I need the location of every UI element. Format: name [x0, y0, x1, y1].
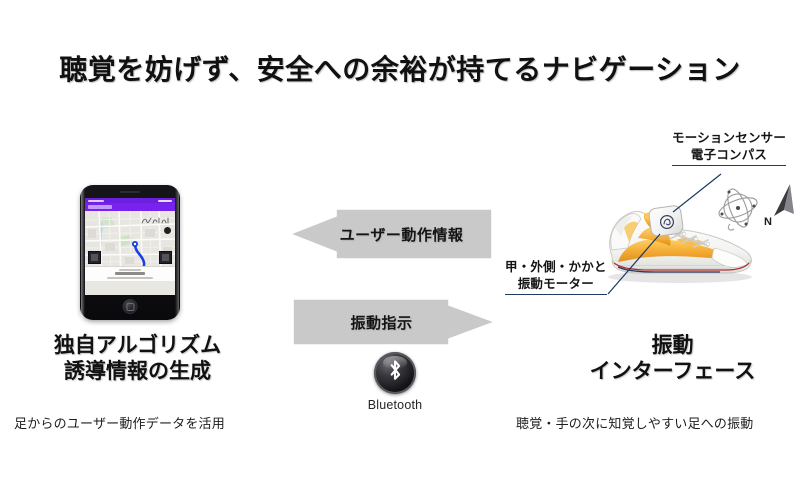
bluetooth-rune-glyph: [387, 358, 404, 388]
callout-vibration-motor-line2: 振動モーター: [517, 276, 594, 291]
map-control-left-button[interactable]: [88, 251, 101, 264]
phone-home-button[interactable]: [122, 299, 138, 314]
right-block-heading-line2: インターフェース: [589, 359, 756, 383]
leader-line-motion-sensor: [672, 173, 722, 213]
callout-motion-sensor-line2: 電子コンパス: [690, 147, 768, 162]
compass-north-label: N: [764, 216, 772, 228]
app-bar-title-placeholder: [88, 205, 112, 209]
callout-vibration-motor: 甲・外側・かかと 振動モーター: [505, 259, 607, 295]
status-bar-left-icons: [88, 199, 104, 202]
bluetooth-label: Bluetooth: [367, 398, 423, 412]
phone-edge-highlight-left: [81, 186, 85, 319]
map-info-card: [85, 266, 175, 281]
navigation-app-bar: [85, 203, 175, 211]
left-block-heading-line2: 誘導情報の生成: [64, 359, 211, 383]
right-block-caption: 聴覚・手の次に知覚しやすい足への振動: [516, 416, 754, 431]
phone-screen: [85, 198, 175, 295]
phone-earpiece: [120, 191, 140, 193]
phone-chin: [80, 295, 180, 320]
smartphone-mockup: [80, 185, 180, 320]
map-control-right-glyph: [162, 254, 169, 261]
bluetooth-icon: [374, 352, 416, 394]
right-block-heading-line1: 振動: [651, 334, 694, 357]
map-control-right-button[interactable]: [159, 251, 172, 264]
info-card-line-1: [119, 269, 141, 271]
left-block-heading: 独自アルゴリズム 誘導情報の生成: [10, 333, 265, 384]
map-avatar-badge: [164, 227, 171, 234]
status-bar-right-icons: [158, 199, 172, 202]
right-block-heading: 振動 インターフェース: [545, 333, 800, 384]
left-block-caption: 足からのユーザー動作データを活用: [14, 416, 225, 431]
callout-motion-sensor: モーションセンサー 電子コンパス: [672, 130, 787, 166]
bluetooth-indicator: Bluetooth: [355, 352, 435, 412]
sensor-symbol-group: N: [716, 176, 800, 248]
map-control-left-glyph: [91, 254, 98, 261]
arrow-vibration-instruction: 振動指示: [292, 298, 497, 346]
phone-edge-highlight-right: [175, 186, 179, 319]
phone-status-bar: [85, 198, 175, 203]
gyroscope-icon: [718, 188, 758, 231]
compass-needle-icon: [774, 184, 794, 216]
leader-line-vibration-motor: [607, 233, 661, 295]
info-card-line-3: [107, 277, 153, 279]
arrow-user-motion-data: ユーザー動作情報: [288, 208, 493, 260]
map-handwriting-overlay: [141, 215, 171, 226]
callout-motion-sensor-line1: モーションセンサー: [672, 131, 787, 145]
map-view[interactable]: [85, 211, 175, 281]
vibration-shoe-illustration: [588, 178, 768, 288]
callout-vibration-motor-line1: 甲・外側・かかと: [505, 260, 607, 274]
page-title: 聴覚を妨げず、安全への余裕が持てるナビゲーション: [59, 54, 741, 85]
left-block-heading-line1: 独自アルゴリズム: [53, 334, 222, 357]
info-card-line-2: [115, 272, 145, 275]
